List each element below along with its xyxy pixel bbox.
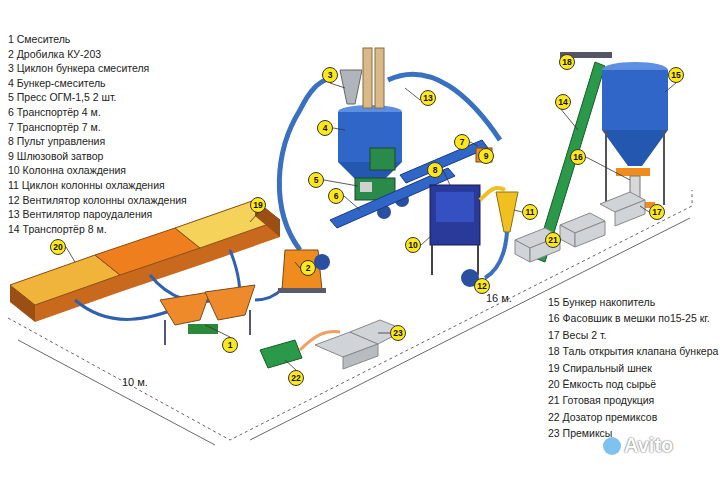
callout-circle: 13: [420, 90, 436, 106]
part-list-item: 22 Дозатор премиксов: [548, 412, 657, 424]
part-list-item: 3 Циклон бункера смесителя: [8, 63, 149, 75]
callout-number: 22: [291, 374, 300, 383]
part-list-item: 5 Пресс ОГМ-1,5 2 шт.: [8, 92, 117, 104]
watermark-logo: [603, 437, 621, 455]
part-list-item: 13 Вентилятор пароудаления: [8, 209, 152, 221]
premix-area: [260, 320, 405, 369]
callout-circle: 21: [545, 232, 561, 248]
callout-number: 13: [423, 94, 432, 103]
callout-number: 16: [573, 153, 582, 162]
callout-number: 14: [558, 98, 567, 107]
callout-circle: 6: [328, 188, 344, 204]
part-list-item: 10 Колонна охлаждения: [8, 165, 126, 177]
callout-number: 1: [228, 341, 233, 350]
part-list-item: 4 Бункер-смеситель: [8, 78, 106, 90]
callout-number: 20: [53, 243, 62, 252]
callout-number: 21: [548, 236, 557, 245]
callout-circle: 8: [427, 162, 443, 178]
dimension-label: 10 м.: [122, 376, 148, 388]
part-list-item: 16 Фасовшик в мешки по15-25 кг.: [548, 313, 710, 325]
part-list-item: 19 Спиральный шнек: [548, 363, 652, 375]
callout-number: 5: [314, 176, 319, 185]
part-list-item: 17 Весы 2 т.: [548, 330, 606, 342]
part-list-item: 9 Шлюзовой затвор: [8, 151, 103, 163]
callout-circle: 9: [478, 148, 494, 164]
callout-number: 8: [433, 166, 438, 175]
watermark: Avito: [624, 434, 673, 456]
callout-number: 19: [253, 201, 262, 210]
dimension-line: [250, 218, 690, 440]
callout-circle: 2: [300, 260, 316, 276]
part-list-item: 8 Пульт управления: [8, 136, 105, 148]
callout-number: 7: [460, 138, 465, 147]
callout-circle: 19: [250, 197, 266, 213]
part-list-item: 21 Готовая продукция: [548, 395, 654, 407]
callout-number: 10: [408, 241, 417, 250]
callout-circle: 15: [668, 67, 684, 83]
part-list-item: 18 Таль открытия клапана бункера: [548, 346, 718, 358]
mixer-hoppers: [75, 250, 295, 345]
callout-number: 4: [323, 124, 328, 133]
product-pallets: [515, 192, 645, 262]
dimension-label: 16 м.: [486, 292, 512, 304]
callout-number: 9: [484, 152, 489, 161]
callout-circle: 11: [522, 204, 538, 220]
part-list-item: 20 Ёмкость под сырьё: [548, 379, 656, 391]
dimension-line: [18, 340, 215, 445]
callout-circle: 20: [50, 239, 66, 255]
presses: [330, 140, 488, 228]
callout-circle: 7: [454, 134, 470, 150]
part-list-item: 23 Премиксы: [548, 428, 612, 440]
callout-circle: 10: [405, 237, 421, 253]
callout-circle: 3: [322, 67, 338, 83]
callout-number: 15: [671, 71, 680, 80]
callout-number: 2: [306, 264, 311, 273]
callout-circle: 18: [559, 54, 575, 70]
callout-circle: 12: [474, 278, 490, 294]
callout-number: 11: [526, 208, 535, 217]
storage-silo: [535, 52, 668, 262]
callout-number: 18: [562, 58, 571, 67]
callout-circle: 17: [649, 204, 665, 220]
callout-number: 12: [477, 282, 486, 291]
part-list-item: 11 Циклон колонны охлаждения: [8, 180, 165, 192]
callout-circle: 1: [222, 337, 238, 353]
callout-circle: 16: [570, 149, 586, 165]
part-list-item: 12 Вентилятор колонны охлаждения: [8, 195, 187, 207]
part-list-item: 6 Транспортёр 4 м.: [8, 107, 101, 119]
part-list-item: 2 Дробилка КУ-203: [8, 49, 101, 61]
part-list-item: 7 Транспортёр 7 м.: [8, 122, 101, 134]
crusher: [278, 78, 330, 293]
callout-number: 17: [652, 208, 661, 217]
callout-circle: 23: [390, 325, 406, 341]
callout-circle: 5: [308, 172, 324, 188]
callout-number: 6: [334, 192, 339, 201]
part-list-item: 14 Транспортёр 8 м.: [8, 224, 107, 236]
part-list-item: 1 Смеситель: [8, 34, 70, 46]
callout-circle: 14: [555, 94, 571, 110]
mixer-tank: [338, 48, 500, 188]
cooling-column: [430, 148, 518, 287]
callout-number: 23: [393, 329, 402, 338]
callout-number: 3: [328, 71, 333, 80]
callout-circle: 22: [288, 370, 304, 386]
callout-circle: 4: [317, 120, 333, 136]
part-list-item: 15 Бункер накопитель: [548, 297, 655, 309]
